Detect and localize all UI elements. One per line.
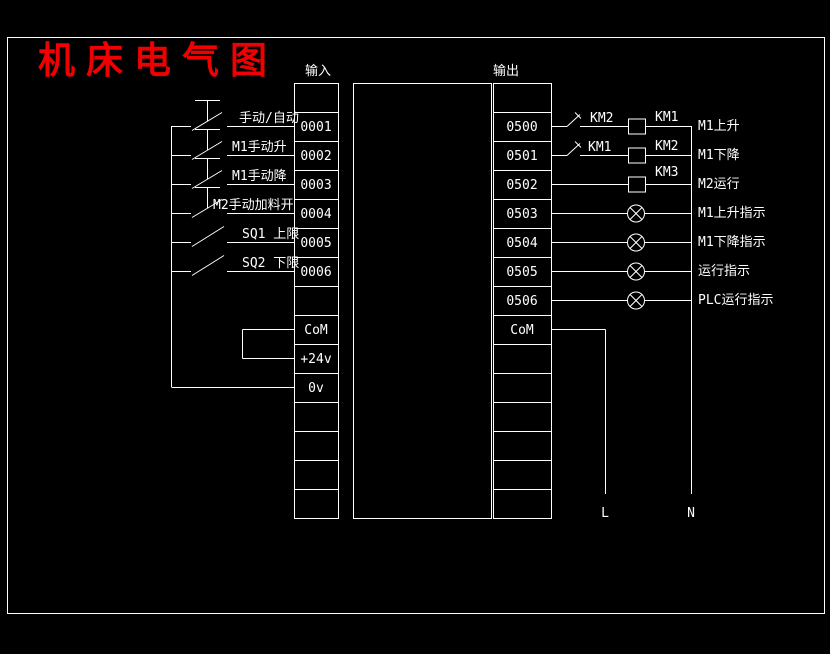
output-terminal: 0505: [506, 265, 537, 280]
input-row: SQ2 下限: [171, 255, 299, 276]
contact-label: KM2: [590, 111, 613, 126]
lamp-icon: [627, 262, 645, 281]
plc-box: 0001 0002 0003 0004 0005 0006 CoM +24v 0…: [294, 83, 552, 519]
plc-body: [353, 83, 492, 519]
output-row: KM1 KM2 M1下降: [551, 139, 740, 164]
coil-icon: [628, 176, 646, 193]
output-row: M1下降指示: [551, 233, 766, 252]
coil-label: KM3: [655, 165, 678, 180]
input-terminal: 0005: [300, 236, 331, 251]
input-24v-terminal: +24v: [300, 352, 331, 367]
line-terminal-label: L: [601, 506, 609, 521]
input-terminal: 0004: [300, 207, 331, 222]
drawing-title: 机床电气图: [38, 38, 278, 82]
input-terminal: 0006: [300, 265, 331, 280]
input-row: 手动/自动: [171, 100, 299, 131]
input-row: M1手动升: [171, 129, 295, 160]
lamp-icon: [627, 291, 645, 310]
limit-switch-icon: [191, 255, 225, 276]
input-terminal: 0001: [300, 120, 331, 135]
toggle-switch-icon: [191, 187, 223, 218]
output-function-label: M1上升: [698, 119, 740, 134]
lamp-icon: [627, 204, 645, 223]
nc-contact-icon: [566, 141, 582, 156]
input-terminal: 0003: [300, 178, 331, 193]
output-com-terminal: CoM: [510, 323, 534, 338]
output-terminal: 0501: [506, 149, 537, 164]
output-row: KM2 KM1 M1上升: [551, 110, 740, 135]
output-row: M1上升指示: [551, 204, 766, 223]
input-terminal-column: 0001 0002 0003 0004 0005 0006 CoM +24v 0…: [294, 83, 339, 519]
input-wiring: 手动/自动 M1手动升 M1手动降: [171, 100, 299, 388]
output-row: PLC运行指示: [551, 291, 773, 310]
input-column-header: 输入: [305, 63, 331, 79]
output-function-label: M1下降: [698, 148, 740, 163]
toggle-switch-icon: [191, 100, 223, 131]
toggle-switch-icon: [191, 158, 223, 189]
coil-icon: [628, 147, 646, 164]
com-24v-jumper: [242, 329, 295, 359]
line-rail: [551, 329, 606, 494]
output-column-header: 输出: [493, 63, 519, 79]
neutral-terminal-label: N: [687, 506, 695, 521]
input-switch-label: 手动/自动: [239, 111, 299, 126]
input-row: M2手动加料开: [171, 187, 295, 218]
input-row: M1手动降: [171, 158, 295, 189]
input-terminal: 0002: [300, 149, 331, 164]
contact-label: KM1: [588, 140, 611, 155]
coil-label: KM1: [655, 110, 678, 125]
nc-contact-icon: [566, 112, 582, 127]
left-power-rail: [171, 126, 295, 388]
output-terminal: 0506: [506, 294, 537, 309]
output-function-label: M2运行: [698, 177, 740, 192]
coil-label: KM2: [655, 139, 678, 154]
input-switch-label: M2手动加料开: [213, 198, 294, 213]
input-switch-label: SQ1 上限: [242, 227, 299, 242]
output-terminal: 0503: [506, 207, 537, 222]
output-terminal: 0502: [506, 178, 537, 193]
input-switch-label: M1手动升: [232, 140, 287, 155]
output-wiring: KM2 KM1 M1上升 KM1 KM2 M1下降 KM3 M2运行: [551, 110, 773, 521]
output-function-label: M1上升指示: [698, 206, 766, 221]
limit-switch-icon: [191, 226, 225, 247]
input-row: SQ1 上限: [171, 226, 299, 247]
input-switch-label: M1手动降: [232, 169, 287, 184]
output-row: KM3 M2运行: [551, 165, 740, 193]
output-terminal-column: 0500 0501 0502 0503 0504 0505 0506 CoM: [493, 83, 552, 519]
toggle-switch-icon: [191, 129, 223, 160]
input-switch-label: SQ2 下限: [242, 256, 299, 271]
input-0v-terminal: 0v: [308, 381, 324, 396]
output-function-label: PLC运行指示: [698, 293, 773, 308]
output-function-label: M1下降指示: [698, 235, 766, 250]
output-terminal: 0504: [506, 236, 537, 251]
lamp-icon: [627, 233, 645, 252]
output-row: 运行指示: [551, 262, 750, 281]
input-com-terminal: CoM: [304, 323, 328, 338]
coil-icon: [628, 118, 646, 135]
output-terminal: 0500: [506, 120, 537, 135]
output-function-label: 运行指示: [698, 264, 750, 279]
